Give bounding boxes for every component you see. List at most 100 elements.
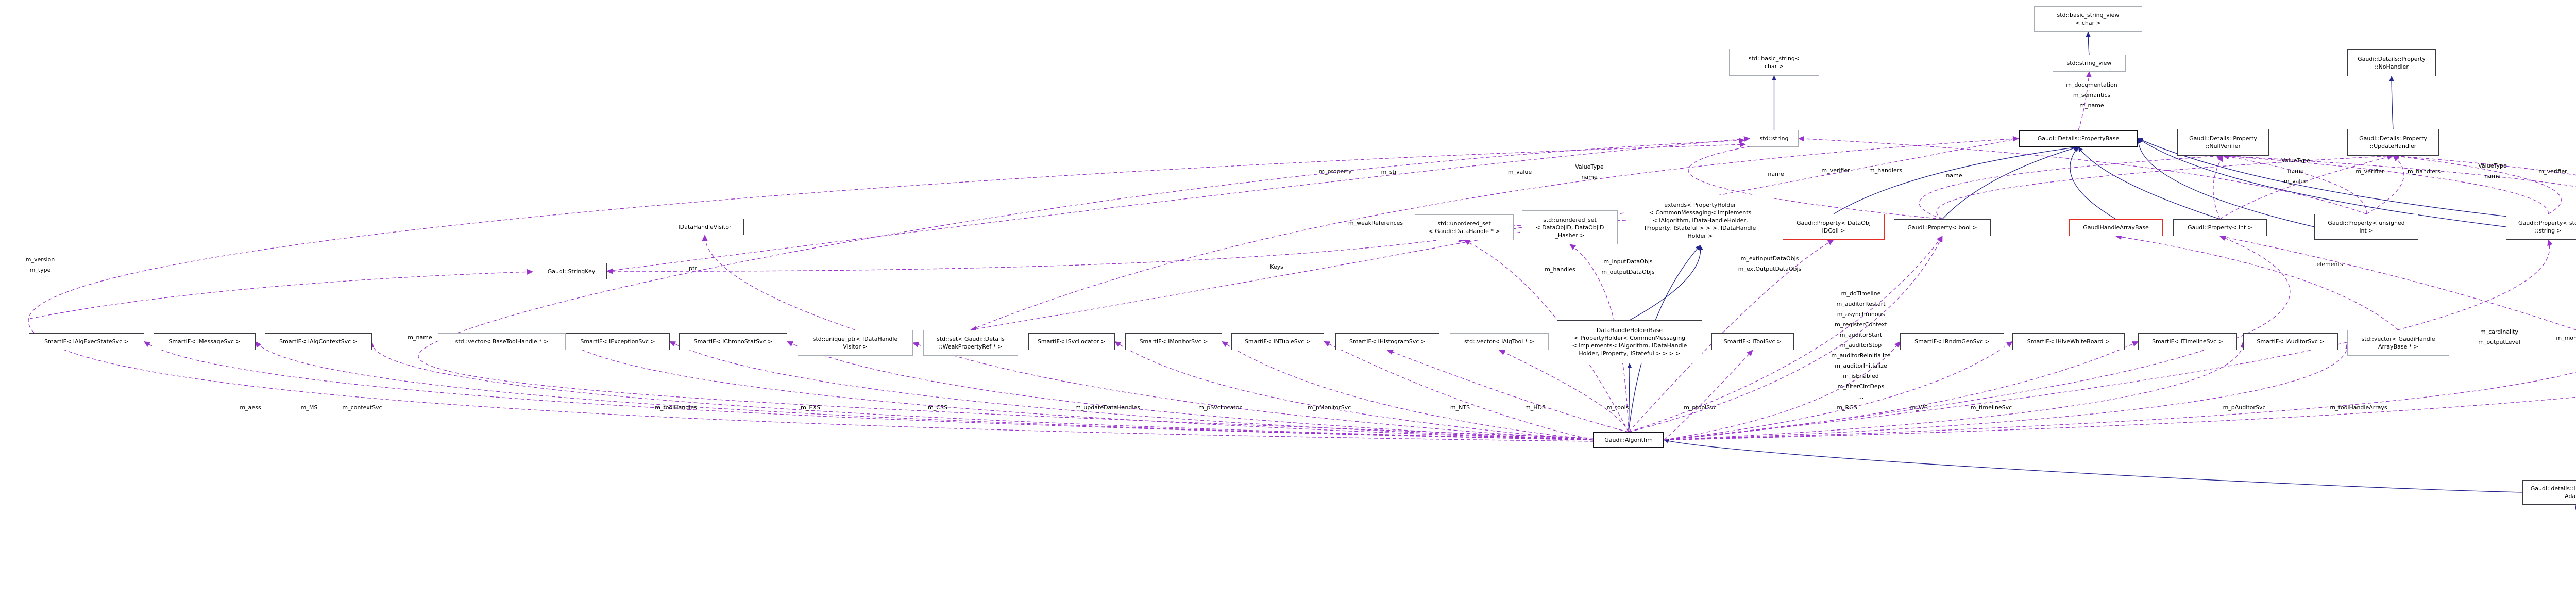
class-node-dhhb[interactable]: DataHandleHolderBase< PropertyHolder< Co… xyxy=(1557,320,1702,363)
class-node-label: Visitor > xyxy=(843,343,868,350)
edge-label-line: m_registerContext xyxy=(1835,321,1887,328)
class-node-label: SmartIF< IMessageSvc > xyxy=(168,338,241,345)
class-node-label: Gaudi::Property< std xyxy=(2518,220,2576,226)
edge-label: m_verifier xyxy=(1821,165,1850,176)
usage-edge xyxy=(565,341,1594,441)
edge-label-line: m_aess xyxy=(240,404,261,411)
usage-edge xyxy=(2223,154,2367,214)
class-node-d18[interactable]: SmartIF< IAuditorSvc > xyxy=(2243,333,2338,350)
edge-label-line: name xyxy=(2287,168,2304,174)
edge-label: m_MS xyxy=(301,403,318,413)
class-node-sview[interactable]: std::string_view xyxy=(2053,55,2126,72)
inheritance-edge xyxy=(1942,146,2079,220)
class-node-pstr[interactable]: Gaudi::Property< std::string > xyxy=(2506,214,2576,240)
class-node-label: std::vector< GaudiHandle xyxy=(2361,336,2435,342)
edge-label-line: m_extInputDataObjs xyxy=(1740,255,1799,262)
edge-label-line: m_inputDataObjs xyxy=(1603,258,1653,265)
edge-label: m_updateDataHandles xyxy=(1075,403,1140,413)
class-node-nohandler[interactable]: Gaudi::Details::Property::NoHandler xyxy=(2347,49,2436,76)
edge-label: m_toolHandleArrays xyxy=(2330,403,2387,413)
usage-edge xyxy=(1664,341,2013,441)
edge-label: m_handlers xyxy=(2408,167,2441,177)
class-node-label: ::UpdateHandler xyxy=(2369,143,2417,150)
class-node-bsv[interactable]: std::basic_string_view< char > xyxy=(2034,6,2142,32)
class-node-label: < char > xyxy=(2075,20,2101,26)
class-node-label: SmartIF< IChronoStatSvc > xyxy=(693,338,773,345)
usage-edge xyxy=(912,342,1594,441)
class-node-label: SmartIF< ISvcLocator > xyxy=(1037,338,1106,345)
class-node-d4[interactable]: std::vector< BaseToolHandle * > xyxy=(438,333,566,350)
class-node-label: std::vector< BaseToolHandle * > xyxy=(455,338,549,345)
class-node-updh[interactable]: Gaudi::Details::Property::UpdateHandler xyxy=(2347,129,2439,156)
edge-label-line: m_contextSvc xyxy=(342,404,382,411)
class-node-pbase[interactable]: Gaudi::Details::PropertyBase xyxy=(2019,130,2138,147)
usage-edge xyxy=(2223,153,2576,187)
class-node-leg[interactable]: Gaudi::details::LegacyAlgorithmAdapter xyxy=(2522,480,2576,505)
usage-edge xyxy=(1222,341,1594,441)
edge-label-line: m_verifier xyxy=(2355,168,2384,175)
class-node-ghab[interactable]: GaudiHandleArrayBase xyxy=(2069,219,2163,236)
class-node-skey[interactable]: Gaudi::StringKey xyxy=(536,263,607,279)
edge-label-line: m_toolHandles xyxy=(655,404,697,411)
class-node-d14[interactable]: SmartIF< IToolSvc > xyxy=(1711,333,1794,350)
usage-edge xyxy=(144,341,1594,441)
edge-label-line: m_weakReferences xyxy=(1348,220,1403,226)
class-node-d9[interactable]: SmartIF< ISvcLocator > xyxy=(1028,333,1115,350)
class-node-d3[interactable]: SmartIF< IAlgContextSvc > xyxy=(265,333,372,350)
class-node-bs[interactable]: std::basic_string<char > xyxy=(1729,49,1819,76)
class-node-label: SmartIF< IAlgContextSvc > xyxy=(279,338,358,345)
edge-label-line: m_name xyxy=(408,334,432,341)
class-node-label: SmartIF< IAlgExecStateSvc > xyxy=(44,338,129,345)
edge-label-line: m_asynchronous xyxy=(1837,311,1885,318)
class-node-d13[interactable]: std::vector< IAlgTool * > xyxy=(1450,333,1549,350)
class-node-d5[interactable]: SmartIF< IExceptionSvc > xyxy=(566,333,670,350)
class-node-pint[interactable]: Gaudi::Property< int > xyxy=(2173,219,2267,236)
edge-label-line: m_name xyxy=(2079,102,2104,109)
usage-edge xyxy=(368,341,1594,441)
usage-edge xyxy=(1628,236,1943,433)
edge-label: m_handlers xyxy=(1869,165,1902,176)
class-node-label: SmartIF< INTupleSvc > xyxy=(1244,338,1311,345)
class-node-d16[interactable]: SmartIF< IHiveWhiteBoard > xyxy=(2012,333,2125,350)
class-node-nullv[interactable]: Gaudi::Details::Property::NullVerifier xyxy=(2177,129,2269,156)
edge-label: m_str xyxy=(1381,167,1397,177)
class-node-label: _Hasher > xyxy=(1555,231,1585,239)
class-node-alg[interactable]: Gaudi::Algorithm xyxy=(1593,432,1664,448)
edge-label-line: m_doTimeline xyxy=(1841,290,1881,297)
class-node-d2[interactable]: SmartIF< IMessageSvc > xyxy=(154,333,256,350)
class-node-d12[interactable]: SmartIF< IHistogramSvc > xyxy=(1335,333,1439,350)
class-node-label: ArrayBase * > xyxy=(2378,343,2419,350)
class-node-ext[interactable]: extends< PropertyHolder< CommonMessaging… xyxy=(1626,195,1774,245)
class-node-uset1[interactable]: std::unordered_set< Gaudi::DataHandle * … xyxy=(1415,214,1514,240)
edge-label: m_name xyxy=(408,333,432,343)
usage-edge xyxy=(2213,155,2224,220)
class-node-d15[interactable]: SmartIF< IRndmGenSvc > xyxy=(1900,333,2004,350)
class-node-pbool[interactable]: Gaudi::Property< bool > xyxy=(1894,219,1991,236)
class-node-d6[interactable]: SmartIF< IChronoStatSvc > xyxy=(679,333,787,350)
edge-label: m_monitorSvcName xyxy=(2556,333,2576,343)
class-node-d1[interactable]: SmartIF< IAlgExecStateSvc > xyxy=(29,333,144,350)
class-node-d11[interactable]: SmartIF< INTupleSvc > xyxy=(1231,333,1324,350)
usage-edge xyxy=(606,227,1522,274)
class-node-d8[interactable]: std::set< Gaudi::Details::WeakPropertyRe… xyxy=(923,330,1018,356)
usage-edge xyxy=(1664,396,2576,441)
usage-edge xyxy=(1499,350,1629,433)
class-node-d10[interactable]: SmartIF< IMonitorSvc > xyxy=(1125,333,1222,350)
class-node-uset2[interactable]: std::unordered_set< DataObjID, DataObjID… xyxy=(1522,210,1618,244)
class-node-label: Adapter xyxy=(2565,493,2576,500)
usage-edge xyxy=(255,341,1594,441)
edge-label: m_NTS xyxy=(1450,403,1470,413)
edge-label-line: m_pAuditorSvc xyxy=(2223,404,2266,411)
class-node-idhv[interactable]: IDataHandleVisitor xyxy=(666,219,744,235)
class-node-str[interactable]: std::string xyxy=(1750,130,1799,147)
class-node-d17[interactable]: SmartIF< ITimelineSvc > xyxy=(2138,333,2237,350)
